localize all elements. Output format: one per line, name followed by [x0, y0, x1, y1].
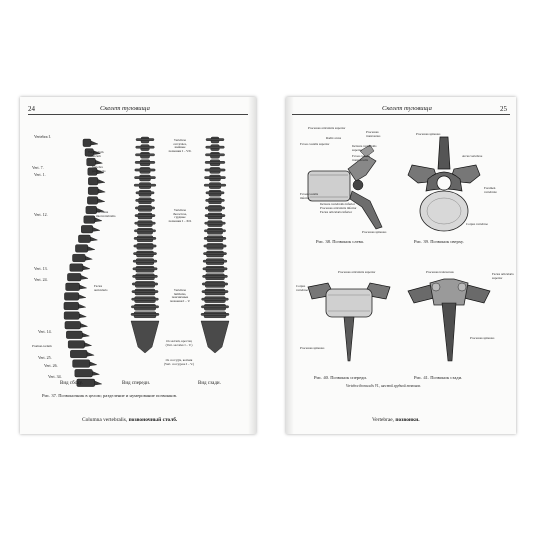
label-promontorium: Promon-torium [32, 344, 52, 348]
header-rule [292, 114, 510, 115]
label-proc-art-inf: Processus articularis inferior [320, 206, 357, 210]
left-page: 24 Скелет туловища Vertebra I. Tuberculu… [20, 97, 256, 434]
label-fovea-costalis-inf: Fovea costalis inferior [300, 192, 319, 200]
label-proc-spin-38: Processus spinosus [362, 230, 387, 234]
vertebra-posterior-illustration [407, 278, 491, 362]
label-vert-34: Vert. 34. [48, 374, 62, 379]
label-lumbar-group: Vertebrae lumbales, поясничные позвонки … [169, 288, 191, 303]
running-head: Скелет туловища [382, 105, 432, 112]
label-vert-24: Vert. 24. [34, 277, 48, 282]
label-vert-7: Vert. 7. [32, 165, 44, 170]
figure-caption-37: Рис. 37. Позвоночник в целом; разделение… [42, 393, 178, 398]
label-foramina-intervertebralia: Foramina intervertebralia [96, 210, 116, 218]
vertebra-lateral-illustration [307, 144, 383, 230]
label-cervical-group: Vertebrae cervicales, шейные позвонки I … [168, 138, 192, 153]
footer-russian: позвоночный столб. [128, 417, 178, 423]
label-proc-art-sup-40: Processus articularis superior [338, 270, 376, 274]
vertebra-superior-illustration [407, 136, 481, 232]
label-facies-auricularis: Facies auricularis [94, 284, 108, 292]
figure-subcaption: Vertebra thoracalis VI., шестой грудной … [346, 384, 422, 388]
footer-latin: Vertebrae, [372, 417, 394, 423]
label-facies-art-sup-41: Facies articularis superior [492, 272, 514, 280]
label-vertebra-prominens: Vertebra prominens [92, 165, 106, 173]
spine-back-view-illustration [200, 136, 230, 354]
figure-caption-41: Рис. 41. Позвонок сзади. [414, 375, 463, 380]
figure-caption-38: Рис. 38. Позвонок слева. [316, 239, 364, 244]
label-tuberculum: Tuberculum caroticum [88, 150, 104, 158]
spine-front-view-illustration [130, 136, 160, 354]
label-sacrum-group: Os sacrum, крестец (Vert. sacrales I – V… [165, 339, 193, 347]
label-corpus-40: Corpus vertebrae [296, 284, 308, 292]
label-fovea-costalis-sup: Fovea costalis superior [300, 142, 330, 146]
label-corpus-39: Corpus vertebrae [466, 222, 488, 226]
footer-latin: Columna vertebralis, [82, 417, 128, 423]
label-fovea-costalis-transv: Fovea costalis transversalis [352, 154, 371, 162]
view-label-front: Вид спереди. [122, 381, 151, 386]
label-vert-12: Vert. 12. [34, 212, 48, 217]
label-vert-14: Vert. 14. [38, 329, 52, 334]
label-foramen: Foramen vertebrale [484, 186, 497, 194]
label-proc-transv-41: Processus transversus [426, 270, 454, 274]
right-page: Скелет туловища 25 Processus articularis… [286, 97, 516, 434]
label-proc-transv-38: Processus transversus [366, 130, 381, 138]
label-vert-25: Vert. 25. [38, 355, 52, 360]
label-vert-26: Vert. 26. [44, 363, 58, 368]
label-proc-art-sup-38: Processus articularis superior [308, 126, 346, 130]
running-head: Скелет туловища [100, 105, 150, 112]
page-number: 25 [500, 105, 507, 113]
view-label-back: Вид сзади. [198, 381, 221, 386]
label-radix-arcus: Radix arcus [326, 136, 342, 140]
label-arcus: Arcus vertebrae [462, 154, 483, 158]
view-label-side: Вид сбоку. [60, 381, 83, 386]
spine-side-view-illustration [63, 138, 106, 387]
book-spread: 24 Скелет туловища Vertebra I. Tuberculu… [20, 97, 516, 434]
figure-caption-39: Рис. 39. Позвонок сверху. [414, 239, 464, 244]
label-incisura-sup: Incisura vertebralis superior [352, 144, 377, 152]
footer-russian: позвонки. [395, 417, 420, 423]
header-rule [28, 114, 248, 115]
page-number: 24 [28, 105, 35, 113]
label-incisura-inf: Incisura vertebralis inferior [320, 202, 355, 206]
label-coccyx-group: Os coccygis, копчик (Vert. coccygeae I –… [164, 358, 194, 366]
right-page-footer: Vertebrae, позвонки. [372, 417, 420, 423]
figure-caption-40: Рис. 40. Позвонок спереди. [314, 375, 367, 380]
label-vertebra-i: Vertebra I. [34, 134, 51, 139]
label-thoracic-group: Vertebrae thoracicae, грудные позвонки I… [168, 208, 192, 223]
label-proc-spin-39: Processus spinosus [416, 132, 441, 136]
left-page-footer: Columna vertebralis, позвоночный столб. [82, 417, 177, 423]
label-proc-spin-40: Processus spinosus [300, 346, 325, 350]
vertebra-anterior-illustration [307, 282, 391, 362]
label-vert-13: Vert. 13. [34, 266, 48, 271]
label-proc-spin-41: Processus spinosus [470, 336, 495, 340]
label-vert-1: Vert. 1. [34, 172, 46, 177]
label-facies-art-inf: Facies articularis inferior [320, 210, 353, 214]
